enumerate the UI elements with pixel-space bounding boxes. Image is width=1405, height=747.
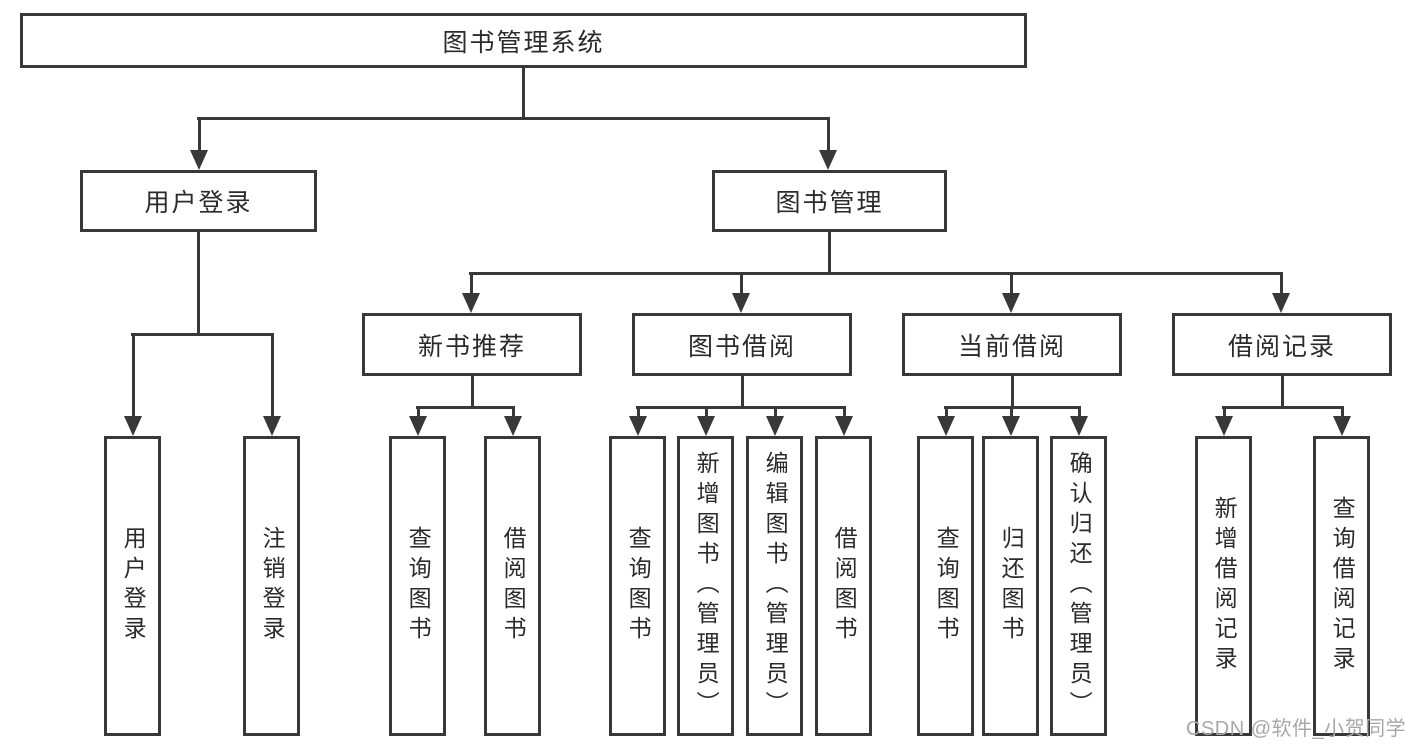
arrowhead-down [1333,416,1351,436]
arrowhead-down [190,150,208,170]
connector-drop [636,406,640,418]
arrowhead-down [504,416,522,436]
connector-drop [826,117,830,152]
connector-trunk [470,376,474,409]
node-leaf-query-borrow-record: 查询借阅记录 [1313,436,1370,736]
connector-trunk [827,232,831,275]
arrowhead-down [629,416,647,436]
connector-drop [842,406,846,418]
connector-branch [1222,406,1344,409]
connector-drop [1009,406,1013,418]
arrowhead-down [1002,416,1020,436]
node-book-management-label: 图书管理 [775,189,884,217]
leaf-label: 查询图书 [405,526,432,646]
connector-drop [1077,406,1081,418]
connector-drop [704,406,708,418]
node-leaf-borrow-books: 借阅图书 [484,436,541,736]
connector-root-trunk [521,68,525,120]
leaf-label: 注销登录 [259,526,286,646]
node-user-login-label: 用户登录 [144,189,253,217]
leaf-label: 借阅图书 [831,526,858,646]
connector-drop [944,406,948,418]
connector-branch [944,406,1081,409]
connector-trunk [196,232,200,336]
connector-drop [469,272,473,295]
leaf-label: 查询图书 [625,526,652,646]
connector-drop [773,406,777,418]
arrowhead-down [124,416,142,436]
node-leaf-query-books: 查询图书 [389,436,446,736]
node-leaf-add-borrow-record: 新增借阅记录 [1195,436,1252,736]
node-book-borrow: 图书借阅 [632,313,852,376]
node-current-borrow: 当前借阅 [902,313,1122,376]
arrowhead-down [1070,416,1088,436]
connector-drop [416,406,420,418]
connector-drop [1009,272,1013,295]
node-root: 图书管理系统 [20,13,1027,68]
connector-drop [131,333,135,418]
leaf-label: 查询图书 [933,526,960,646]
leaf-label: 查询借阅记录 [1329,496,1356,676]
arrowhead-down [1215,416,1233,436]
leaf-label: 用户登录 [120,526,147,646]
arrowhead-down [697,416,715,436]
node-new-book-recommend: 新书推荐 [362,313,582,376]
node-book-management: 图书管理 [712,170,947,232]
connector-trunk [740,376,744,409]
connector-drop [1279,272,1283,295]
connector-branch [469,272,1283,275]
node-user-login: 用户登录 [80,170,317,232]
connector-drop [270,333,274,418]
node-current-borrow-label: 当前借阅 [957,332,1066,361]
connector-branch [131,333,274,336]
arrowhead-down [1272,293,1290,313]
node-root-label: 图书管理系统 [442,28,605,57]
arrowhead-down [409,416,427,436]
leaf-label: 编辑图书（管理员） [762,451,789,721]
connector-branch [416,406,515,409]
connector-drop [197,117,201,152]
arrowhead-down [263,416,281,436]
arrowhead-down [462,293,480,313]
connector-trunk [1010,376,1014,409]
node-leaf-borrow-books: 借阅图书 [815,436,872,736]
csdn-watermark: CSDN @软件_小贺同学 [1186,718,1405,740]
connector-drop [511,406,515,418]
connector-drop [1340,406,1344,418]
arrowhead-down [766,416,784,436]
arrowhead-down [835,416,853,436]
node-borrow-records: 借阅记录 [1172,313,1392,376]
connector-drop [739,272,743,295]
node-leaf-user-login: 用户登录 [104,436,161,736]
connector-drop [1222,406,1226,418]
connector-trunk [1280,376,1284,409]
leaf-label: 确认归还（管理员） [1066,451,1093,721]
leaf-label: 借阅图书 [500,526,527,646]
node-leaf-query-books: 查询图书 [917,436,974,736]
arrowhead-down [819,150,837,170]
node-leaf-edit-books-admin: 编辑图书（管理员） [746,436,803,736]
node-leaf-return-books: 归还图书 [982,436,1039,736]
arrowhead-down [937,416,955,436]
leaf-label: 新增图书（管理员） [693,451,720,721]
node-leaf-add-books-admin: 新增图书（管理员） [677,436,734,736]
leaf-label: 归还图书 [998,526,1025,646]
connector-branch [636,406,846,409]
arrowhead-down [1002,293,1020,313]
node-book-borrow-label: 图书借阅 [687,332,796,361]
node-borrow-records-label: 借阅记录 [1227,332,1336,361]
leaf-label: 新增借阅记录 [1211,496,1238,676]
node-leaf-query-books: 查询图书 [609,436,666,736]
connector-root-branch [197,117,830,120]
node-new-book-recommend-label: 新书推荐 [417,332,526,361]
node-leaf-logout: 注销登录 [243,436,300,736]
node-leaf-confirm-return-admin: 确认归还（管理员） [1050,436,1107,736]
arrowhead-down [732,293,750,313]
